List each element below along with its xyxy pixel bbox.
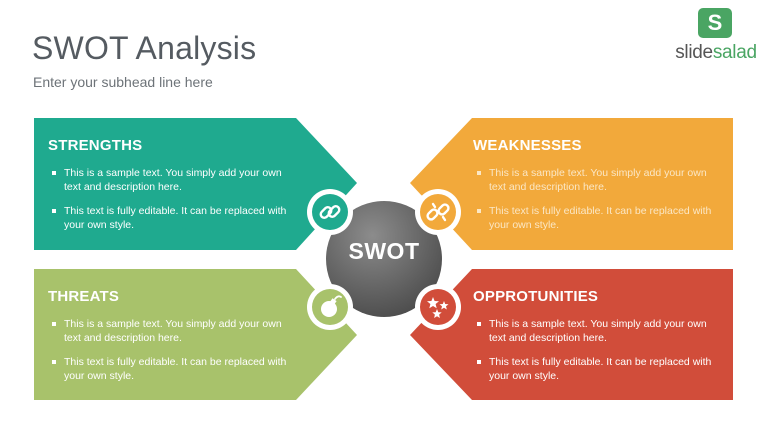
logo-text-part1: slide bbox=[675, 42, 713, 63]
weaknesses-panel bbox=[410, 118, 733, 250]
threats-bullets: This is a sample text. You simply add yo… bbox=[50, 317, 300, 393]
logo-text-part2: salad bbox=[712, 42, 757, 63]
link-icon bbox=[313, 195, 347, 229]
logo-badge: S bbox=[698, 8, 732, 38]
bomb-icon bbox=[313, 290, 347, 324]
weaknesses-bullet: This is a sample text. You simply add yo… bbox=[475, 166, 725, 194]
opportunities-icon-circle bbox=[420, 289, 456, 325]
threats-title: THREATS bbox=[48, 288, 120, 305]
page-subhead: Enter your subhead line here bbox=[33, 74, 213, 90]
strengths-bullet: This text is fully editable. It can be r… bbox=[50, 204, 300, 232]
strengths-panel bbox=[34, 118, 357, 250]
logo-text: slidesalad bbox=[668, 42, 764, 64]
threats-panel bbox=[34, 269, 357, 400]
weaknesses-title: WEAKNESSES bbox=[473, 137, 582, 154]
opportunities-bullets: This is a sample text. You simply add yo… bbox=[475, 317, 725, 393]
broken-link-icon bbox=[421, 195, 455, 229]
center-label: SWOT bbox=[348, 238, 420, 264]
weaknesses-bullet: This text is fully editable. It can be r… bbox=[475, 204, 725, 232]
stars-icon bbox=[421, 290, 455, 324]
threats-bullet: This is a sample text. You simply add yo… bbox=[50, 317, 300, 345]
opportunities-panel bbox=[410, 269, 733, 400]
slidesalad-logo: S slidesalad bbox=[668, 8, 764, 64]
strengths-title: STRENGTHS bbox=[48, 137, 143, 154]
opportunities-bullet: This is a sample text. You simply add yo… bbox=[475, 317, 725, 345]
weaknesses-bullets: This is a sample text. You simply add yo… bbox=[475, 166, 725, 242]
page-title: SWOT Analysis bbox=[32, 30, 257, 66]
opportunities-title: OPPROTUNITIES bbox=[473, 288, 599, 305]
opportunities-bullet: This text is fully editable. It can be r… bbox=[475, 355, 725, 383]
threats-bullet: This text is fully editable. It can be r… bbox=[50, 355, 300, 383]
center-circle bbox=[326, 201, 442, 317]
strengths-bullets: This is a sample text. You simply add yo… bbox=[50, 166, 300, 242]
strengths-bullet: This is a sample text. You simply add yo… bbox=[50, 166, 300, 194]
